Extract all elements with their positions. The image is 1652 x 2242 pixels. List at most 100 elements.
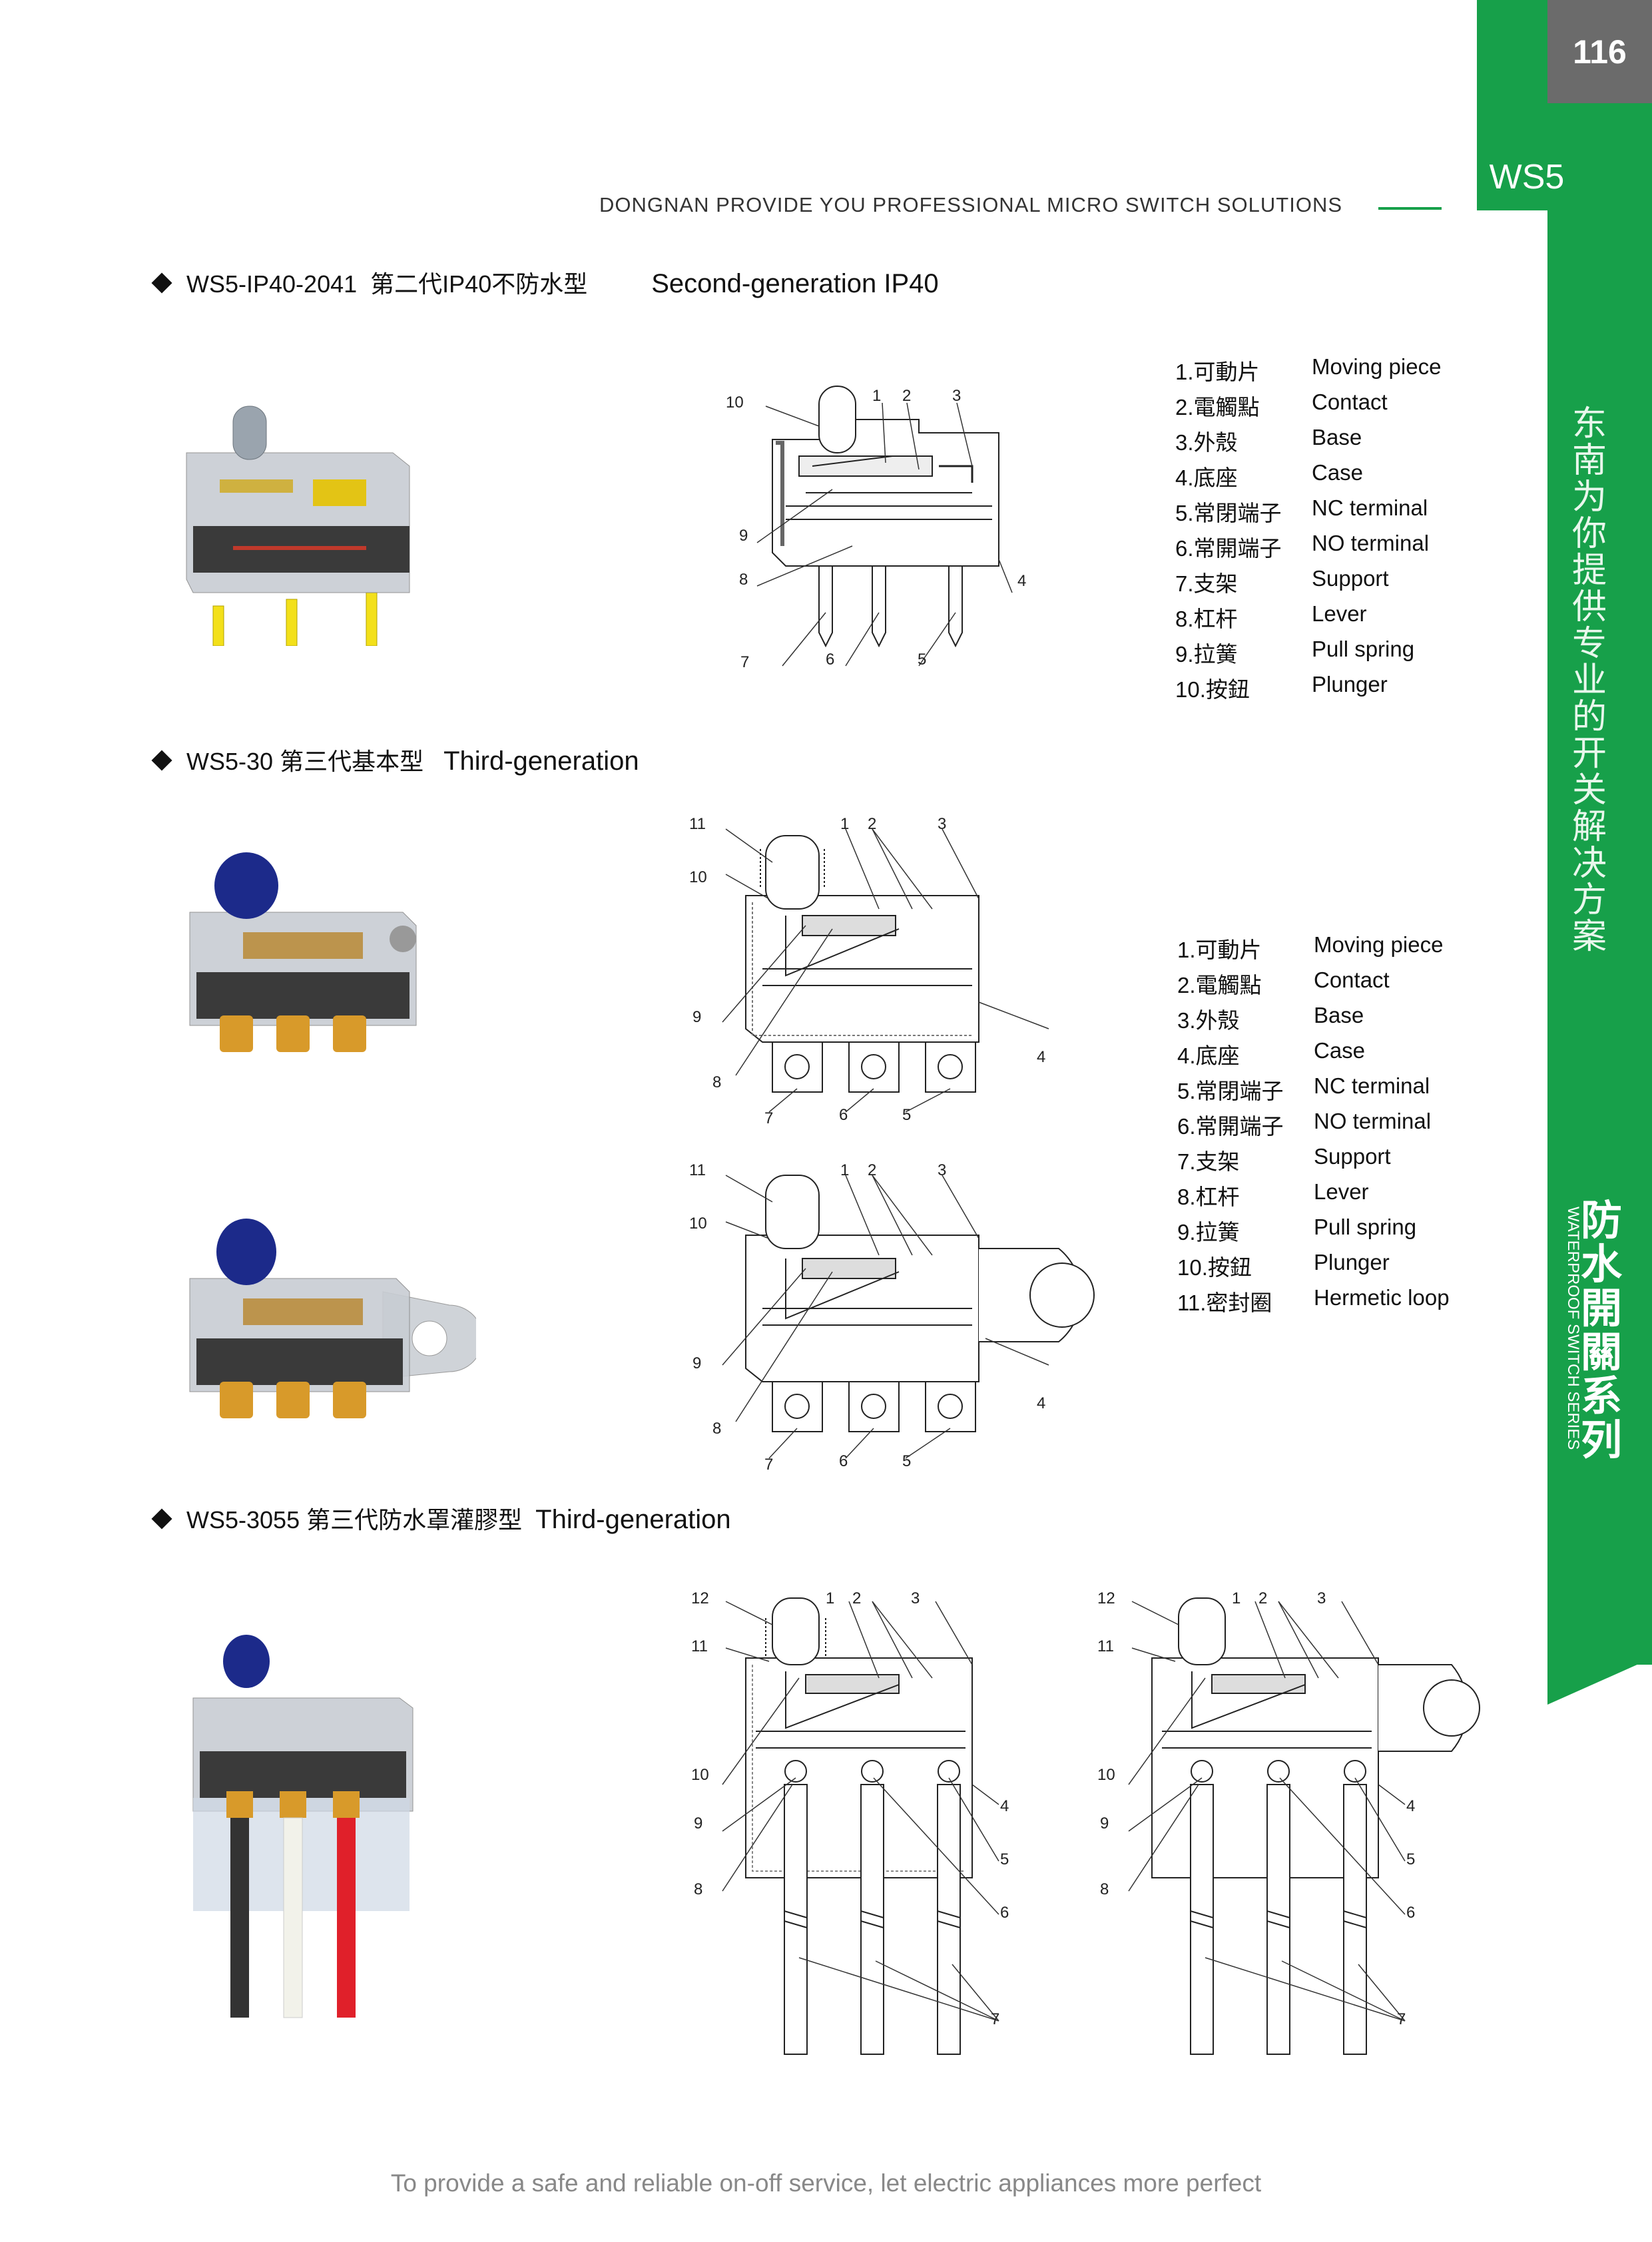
legend-en: Pull spring (1314, 1215, 1417, 1239)
legend-cn: 4.底座 (1175, 465, 1238, 490)
callout-label: 5 (902, 1106, 911, 1124)
legend-en: Base (1314, 1003, 1364, 1027)
callout-label: 1 (840, 1161, 849, 1179)
callout-label: 6 (839, 1452, 848, 1470)
series-title-en: WATERPROOF SWITCH SERIES (1564, 1207, 1582, 1450)
section-code: WS5-IP40-2041 (186, 270, 358, 298)
legend-cn: 8.杠杆 (1175, 607, 1238, 631)
section-title-2: WS5-30 第三代基本型 Third-generation (151, 742, 639, 777)
terminal-pin (286, 599, 298, 646)
section-code: WS5-3055 (186, 1506, 300, 1534)
side-slogan: 东南为你提供专业的开关解决方案 (1571, 404, 1607, 957)
callout-label: 9 (739, 527, 748, 545)
callout-label: 10 (689, 1215, 707, 1233)
plunger-icon (216, 1219, 276, 1285)
section-en: Third-generation (443, 746, 639, 776)
legend-en: Plunger (1312, 672, 1388, 697)
legend-cn: 3.外殼 (1177, 1008, 1240, 1033)
terminal-pin (212, 605, 224, 646)
legend-en: NO terminal (1314, 1109, 1432, 1133)
legend-en: NC terminal (1312, 495, 1428, 520)
callout-label: 7 (991, 2010, 999, 2028)
legend-cn: 8.杠杆 (1177, 1185, 1240, 1209)
callout-label: 9 (1100, 1815, 1109, 1832)
legend-cn: 6.常開端子 (1175, 536, 1282, 561)
diagram-ws5-3055-loop: 12 1 2 3 11 10 4 9 5 8 6 7 (1097, 1589, 1480, 2055)
plunger-icon (232, 406, 267, 460)
callout-label: 7 (764, 1109, 773, 1127)
callout-label: 8 (694, 1880, 702, 1898)
callout-label: 1 (1232, 1589, 1240, 1607)
section-cn: 第三代基本型 (280, 748, 424, 775)
legend-en: Base (1312, 425, 1362, 449)
legend-cn: 11.密封圈 (1177, 1290, 1272, 1315)
callout-label: 2 (1258, 1589, 1267, 1607)
callout-label: 6 (826, 651, 834, 669)
callout-label: 11 (691, 1637, 708, 1655)
callout-label: 6 (1406, 1904, 1415, 1922)
plunger-icon (214, 852, 278, 919)
legend-en: Moving piece (1312, 354, 1442, 379)
legend-cn: 5.常閉端子 (1177, 1079, 1284, 1103)
legend-cn: 6.常開端子 (1177, 1114, 1284, 1139)
legend-en: Case (1314, 1038, 1366, 1063)
callout-label: 5 (902, 1452, 911, 1470)
callout-label: 7 (740, 653, 749, 671)
section-code: WS5-30 (186, 748, 274, 775)
side-band (1547, 0, 1652, 1665)
legend-en: Moving piece (1314, 932, 1444, 957)
terminal-pin (276, 1382, 310, 1418)
terminal-pin (333, 1382, 366, 1418)
callout-label: 10 (691, 1766, 709, 1784)
header-tagline: DONGNAN PROVIDE YOU PROFESSIONAL MICRO S… (599, 193, 1343, 216)
callout-label: 7 (764, 1456, 773, 1474)
product-photo-ws5-3055 (192, 1635, 413, 2018)
diamond-bullet-icon (151, 272, 172, 294)
callout-label: 11 (689, 815, 706, 833)
legend-en: NO terminal (1312, 531, 1430, 555)
header-rule (1378, 207, 1442, 210)
legend-en: Support (1312, 566, 1389, 591)
legend-cn: 10.按鈕 (1177, 1255, 1252, 1280)
callout-label: 4 (1406, 1797, 1415, 1815)
legend-en: Case (1312, 460, 1364, 485)
legend-en: NC terminal (1314, 1073, 1430, 1098)
diagram-ws5-3055: 12 1 2 3 11 10 4 9 5 8 6 7 (691, 1589, 1009, 2055)
callout-label: 10 (726, 394, 744, 412)
callout-label: 3 (911, 1589, 920, 1607)
callout-label: 7 (1397, 2010, 1406, 2028)
callout-label: 8 (712, 1420, 721, 1438)
diamond-bullet-icon (151, 1508, 172, 1530)
legend-cn: 9.拉簧 (1177, 1220, 1240, 1245)
legend-cn: 3.外殼 (1175, 430, 1238, 455)
legend-en: Plunger (1314, 1250, 1390, 1274)
callout-label: 10 (689, 868, 707, 886)
callout-label: 4 (1000, 1797, 1009, 1815)
wire-red (337, 1818, 356, 2018)
legend-cn: 5.常閉端子 (1175, 501, 1282, 525)
callout-label: 9 (692, 1354, 701, 1372)
legend-cn: 7.支架 (1177, 1149, 1240, 1174)
diagram-ws5-30-loop: 11 1 2 3 10 9 4 8 7 6 5 (689, 1161, 1095, 1474)
callout-label: 3 (938, 1161, 946, 1179)
legend-cn: 1.可動片 (1175, 360, 1260, 384)
legend-en: Lever (1314, 1179, 1369, 1204)
callout-label: 2 (868, 1161, 876, 1179)
diamond-bullet-icon (151, 750, 172, 772)
callout-label: 3 (1317, 1589, 1326, 1607)
product-photo-ws5-30-loop (189, 1219, 476, 1418)
callout-label: 5 (1406, 1850, 1415, 1868)
section-title-3: WS5-3055 第三代防水罩灌膠型 Third-generation (151, 1501, 731, 1536)
callout-label: 1 (840, 815, 849, 833)
callout-label: 3 (938, 815, 946, 833)
legend-cn: 4.底座 (1177, 1043, 1240, 1068)
section-en: Third-generation (535, 1505, 731, 1534)
terminal-pin (366, 592, 378, 646)
callout-label: 9 (694, 1815, 702, 1832)
callout-label: 6 (1000, 1904, 1009, 1922)
legend-cn: 10.按鈕 (1175, 677, 1250, 702)
callout-label: 5 (918, 651, 926, 669)
side-band-tip (1547, 1625, 1652, 1705)
